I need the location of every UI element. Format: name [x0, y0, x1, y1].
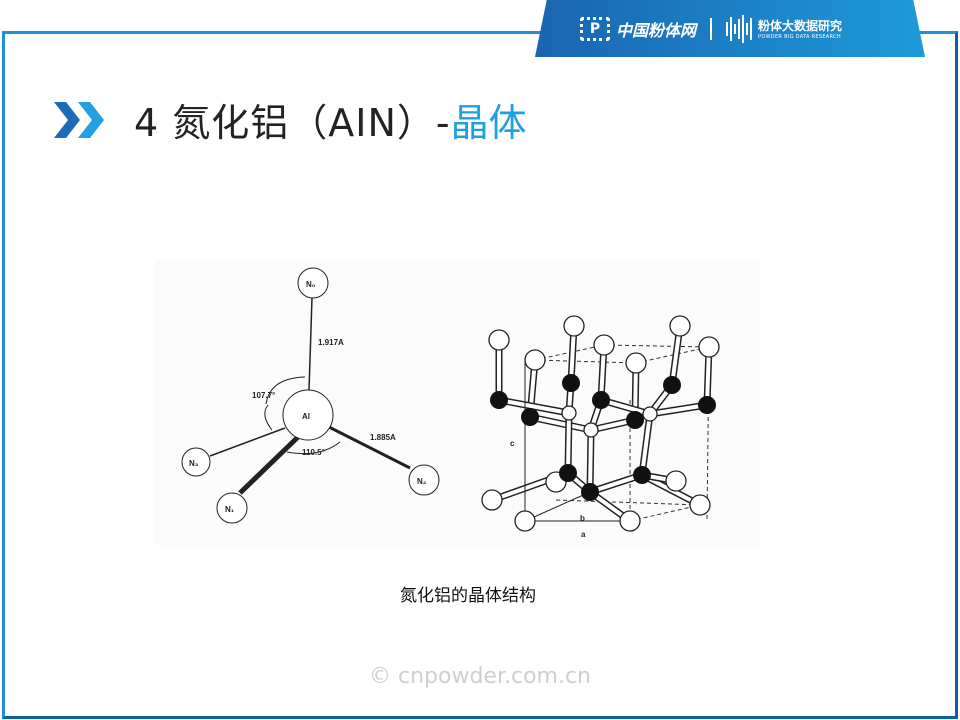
cell-edge — [555, 499, 701, 506]
aluminum-atom — [626, 411, 644, 429]
nitrogen-atom — [561, 405, 577, 421]
crystal-structure-figure: N₀ Al N₃ N₁ N₂ 1.917A 1.885A 107.7° 110.… — [155, 260, 760, 545]
cell-edge — [635, 346, 710, 364]
nitrogen-atom — [642, 406, 658, 422]
axis-label-b: b — [580, 514, 585, 523]
nitrogen-atom — [665, 470, 687, 492]
nitrogen-atom — [619, 510, 641, 532]
brand2-title: 粉体大数据研究 — [758, 19, 843, 33]
angle-1077: 107.7° — [252, 391, 275, 400]
aluminum-atom — [592, 391, 610, 409]
nitrogen-atom — [488, 329, 510, 351]
figure-caption: 氮化铝的晶体结构 — [400, 586, 536, 606]
aluminum-atom — [559, 464, 577, 482]
atom-label-n3: N₃ — [189, 459, 199, 468]
brand2-subtitle: POWDER BIG DATA RESEARCH — [758, 34, 841, 40]
big-data-logo: 粉体大数据研究 POWDER BIG DATA RESEARCH — [726, 14, 843, 43]
aluminum-atom — [633, 466, 651, 484]
aluminum-atom — [663, 376, 681, 394]
aluminum-atom — [521, 408, 539, 426]
header-banner: P 中国粉体网 粉体大数据研究 POWDER BIG DATA RESEARCH — [535, 0, 925, 57]
title-highlight: 晶体 — [450, 101, 527, 145]
slide-frame — [2, 31, 958, 719]
atom-label-n0: N₀ — [306, 280, 316, 289]
aluminum-atom — [490, 391, 508, 409]
nitrogen-atom — [698, 336, 720, 358]
cell-edge — [603, 344, 710, 348]
double-chevron-icon — [54, 101, 104, 138]
cnpowder-logo: P 中国粉体网 — [580, 16, 697, 41]
axis-arrow — [524, 491, 591, 522]
nitrogen-atom — [625, 352, 647, 374]
atom-label-n1: N₁ — [225, 505, 235, 514]
nitrogen-atom — [481, 489, 503, 511]
aluminum-atom — [698, 396, 716, 414]
nitrogen-atom — [524, 349, 546, 371]
bars-icon — [726, 14, 753, 43]
atom-label-n2: N₂ — [417, 477, 427, 486]
title-text: 4 氮化铝（AIN）- — [134, 101, 451, 145]
nitrogen-atom — [593, 334, 615, 356]
cell-edge — [534, 359, 637, 364]
bond-length-1917: 1.917A — [318, 338, 344, 347]
tetrahedron-diagram — [181, 267, 440, 524]
nitrogen-atom — [583, 422, 599, 438]
aluminum-atom — [581, 483, 599, 501]
watermark: © cnpowder.com.cn — [369, 664, 591, 689]
nitrogen-atom — [514, 510, 536, 532]
divider — [710, 17, 713, 40]
nitrogen-atom — [669, 315, 691, 337]
lattice-diagram — [481, 315, 720, 532]
nitrogen-atom — [689, 494, 711, 516]
logo-mark-icon: P — [580, 16, 610, 41]
nitrogen-atom — [563, 315, 585, 337]
axis-label-a: a — [581, 530, 586, 539]
atom-label-al: Al — [302, 412, 310, 421]
aluminum-atom — [562, 374, 580, 392]
angle-1105: 110.5° — [302, 448, 325, 457]
logo-text: 中国粉体网 — [616, 20, 697, 40]
cell-edge — [629, 504, 701, 522]
bond-length-1885: 1.885A — [370, 433, 396, 442]
page-title: 4 氮化铝（AIN）-晶体 — [54, 92, 527, 147]
axis-label-c: c — [510, 439, 515, 448]
